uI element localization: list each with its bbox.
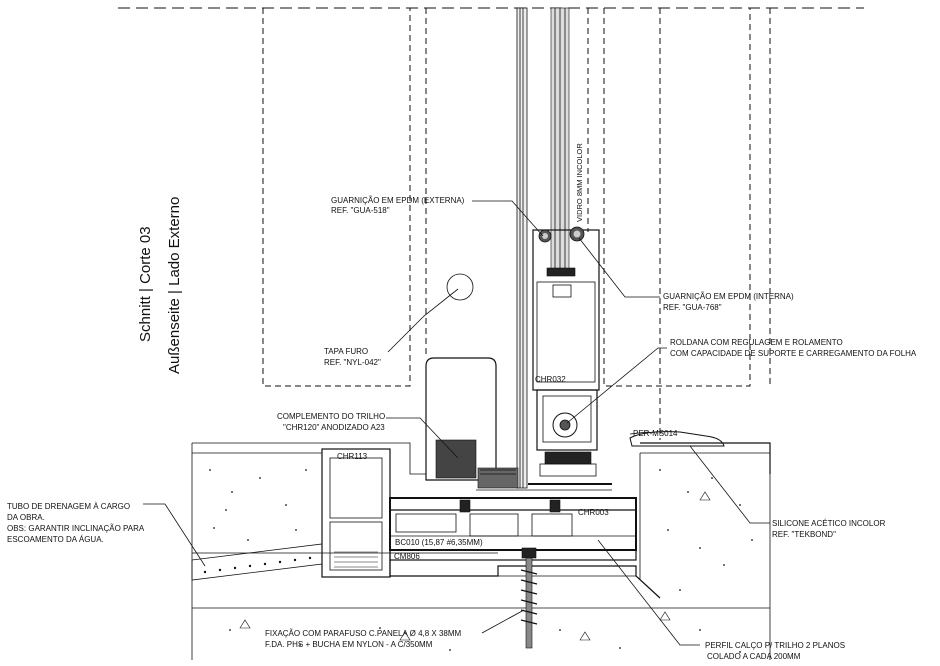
- label-profile-2: COLADO A CADA 200MM: [707, 652, 801, 661]
- epdm-gasket-external: [538, 229, 552, 243]
- label-complement-1: COMPLEMENTO DO TRILHO: [277, 412, 385, 421]
- label-chr113: CHR113: [337, 452, 368, 461]
- label-roller-1: ROLDANA COM REGULAGEM E ROLAMENTO: [670, 338, 843, 347]
- label-roller-2: COM CAPACIDADE DE SUPORTE E CARREGAMENTO…: [670, 349, 917, 358]
- label-cm806: CM806: [394, 552, 420, 561]
- label-per-ms014: PER-MS014: [633, 429, 678, 438]
- cap-hole-circle: [446, 273, 474, 301]
- profile-chr113: [321, 448, 391, 578]
- label-profile-1: PERFIL CALÇO P/ TRILHO 2 PLANOS: [705, 641, 845, 650]
- fixed-frame-profile: [516, 7, 528, 489]
- bar-bc010: [389, 549, 637, 561]
- floor-outline: [191, 442, 771, 660]
- epdm-gasket-internal: [569, 226, 585, 242]
- label-cap-2: REF. "NYL-042": [324, 358, 381, 367]
- label-glass: VIDRO 8MM INCOLOR: [575, 143, 584, 222]
- concrete-hatch: [209, 469, 753, 653]
- label-chr003: CHR003: [578, 508, 609, 517]
- title-section: Schnitt | Corte 03: [137, 226, 154, 342]
- drainage-pipe: [191, 543, 323, 581]
- silicone-joint-per-ms014: [629, 431, 725, 447]
- title-side: Außenseite | Lado Externo: [166, 197, 183, 374]
- glass-pane: [550, 7, 570, 271]
- label-silicone-2: REF. "TEKBOND": [772, 530, 836, 539]
- label-cap-1: TAPA FURO: [324, 347, 368, 356]
- label-drain-4: ESCOAMENTO DA ÁGUA.: [7, 535, 104, 544]
- fixing-screw: [520, 547, 538, 649]
- upper-frame-outline: [262, 8, 771, 440]
- label-bc010: BC010 (15,87 #6,35MM): [395, 538, 483, 547]
- roller-assembly: [536, 389, 598, 477]
- label-gasket-external-2: REF. "GUA-518": [331, 206, 390, 215]
- leader-lines: [143, 200, 770, 646]
- profile-cm806: [389, 560, 661, 599]
- label-gasket-internal-1: GUARNIÇÃO EM EPDM (INTERNA): [663, 292, 794, 301]
- rail-complement-chr120: [425, 357, 519, 489]
- label-chr032: CHR032: [535, 375, 566, 384]
- label-drain-2: DA OBRA.: [7, 513, 45, 522]
- label-screw-1: FIXAÇÃO COM PARAFUSO C.PANELA Ø 4,8 X 38…: [265, 629, 462, 638]
- label-silicone-1: SILICONE ACÉTICO INCOLOR: [772, 519, 886, 528]
- concrete-triangles: [239, 491, 711, 641]
- label-gasket-external-1: GUARNIÇÃO EM EPDM (EXTERNA): [331, 196, 465, 205]
- label-drain-1: TUBO DE DRENAGEM À CARGO: [7, 502, 130, 511]
- label-drain-3: OBS: GARANTIR INCLINAÇÃO PARA: [7, 524, 145, 533]
- label-complement-2: "CHR120" ANODIZADO A23: [283, 423, 385, 432]
- label-screw-2: F.DA. PHS + BUCHA EM NYLON - A C/350MM: [265, 640, 433, 649]
- label-gasket-internal-2: REF. "GUA-768": [663, 303, 722, 312]
